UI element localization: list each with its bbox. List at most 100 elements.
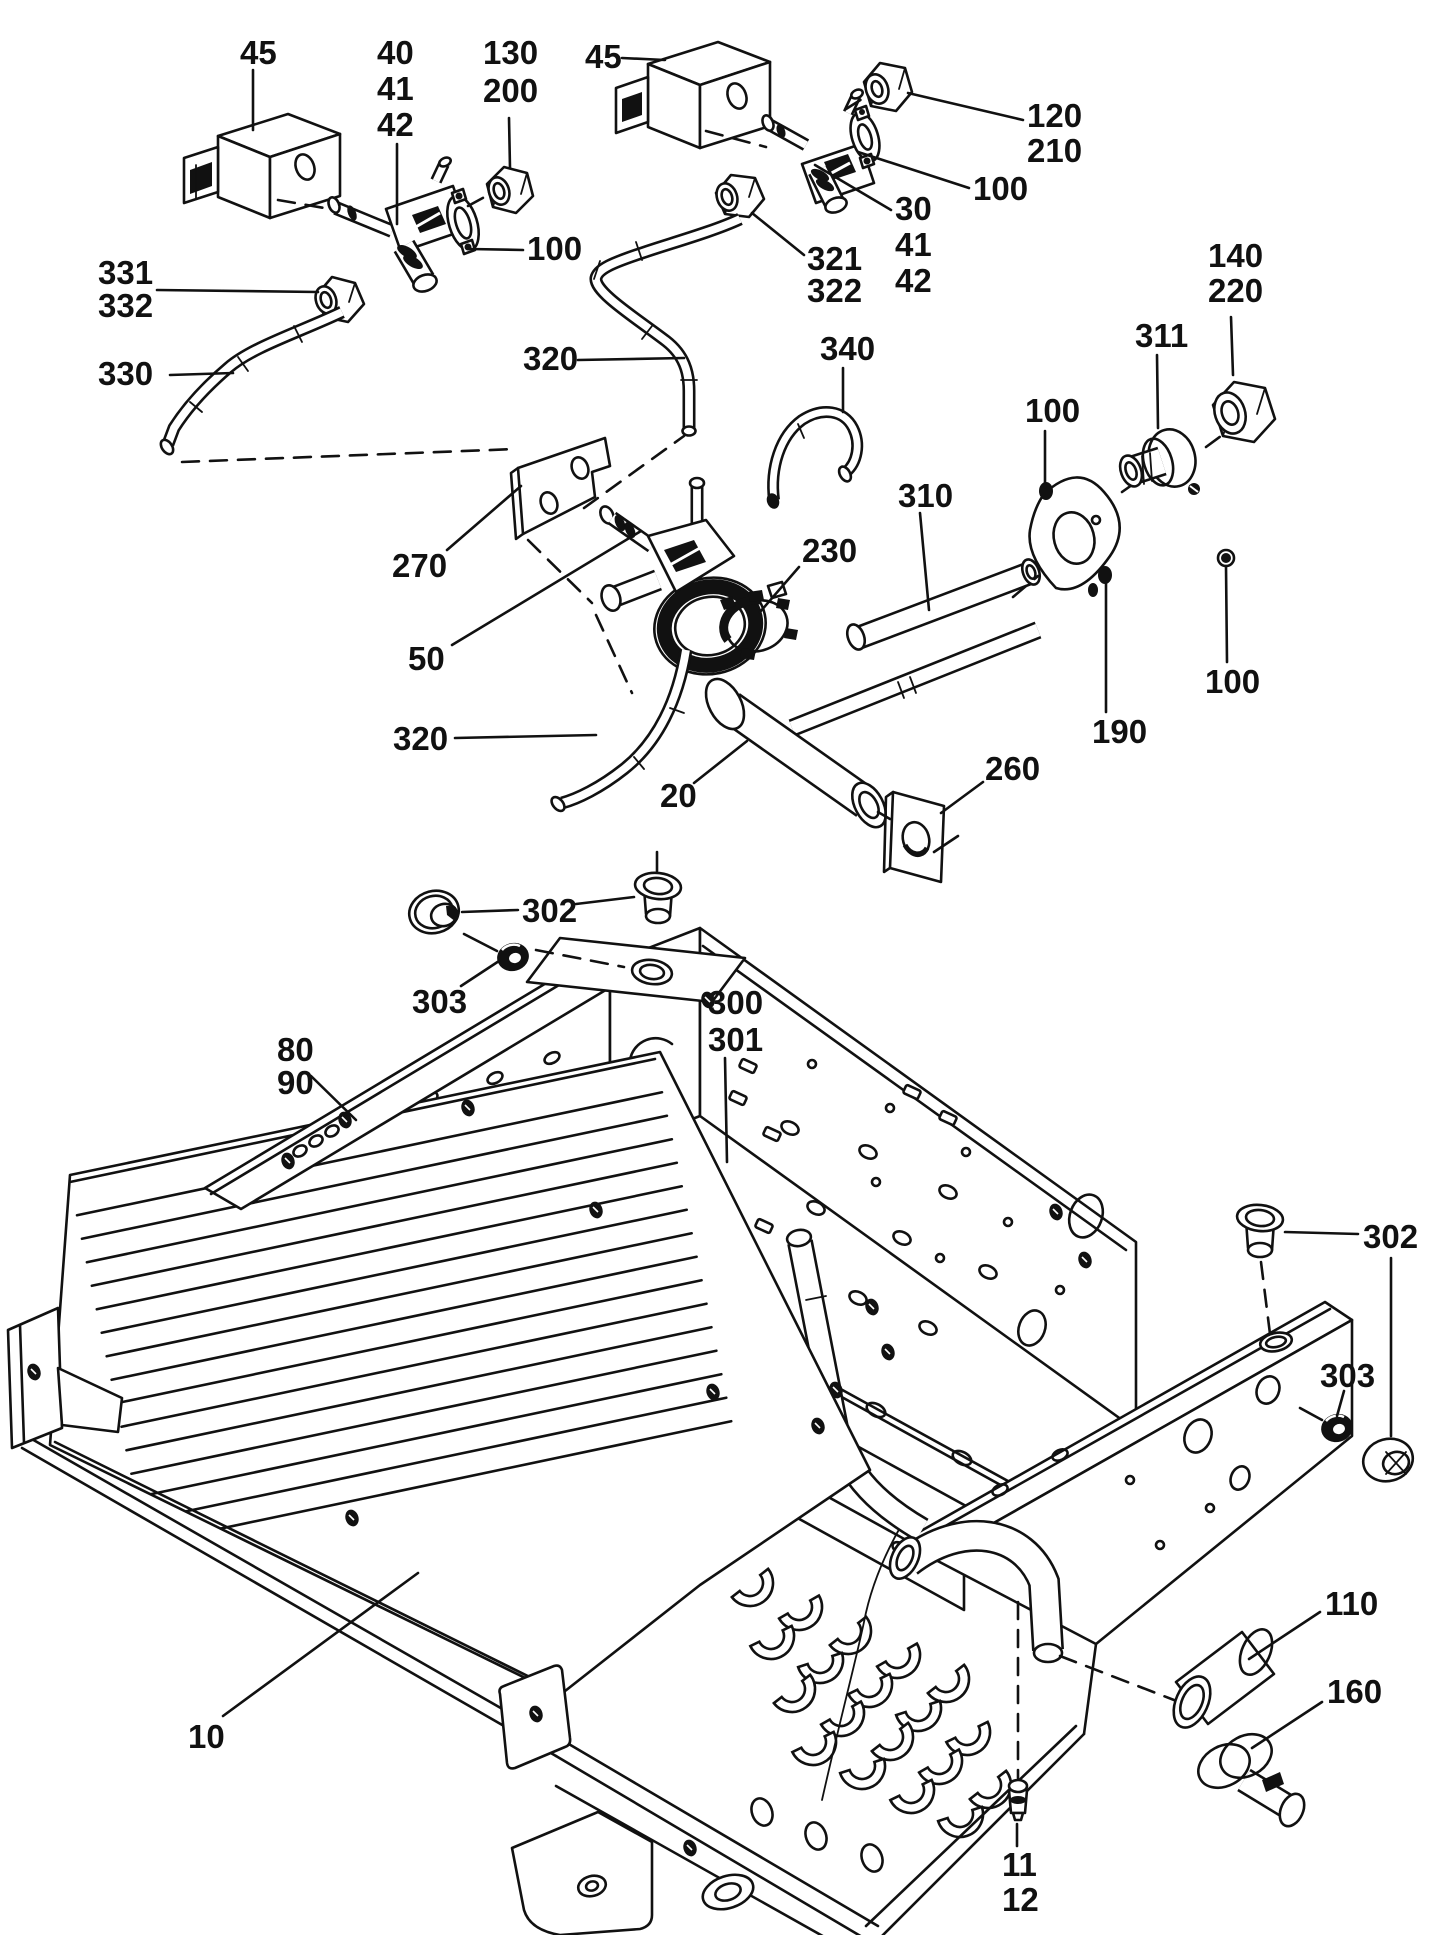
callout-330: 330 bbox=[98, 355, 235, 392]
part-injector-assembly-50 bbox=[599, 476, 767, 676]
part-bushing-302-top bbox=[633, 850, 683, 925]
callout-45-right: 45 bbox=[585, 38, 667, 75]
part-number-20: 20 bbox=[660, 777, 697, 814]
callout-50: 50 bbox=[408, 529, 643, 677]
part-grommet-302-left bbox=[407, 889, 461, 935]
callout-100-d: 100 bbox=[1205, 564, 1260, 700]
part-hook-pipe-340 bbox=[766, 406, 864, 509]
part-number-303-right: 303 bbox=[1320, 1357, 1375, 1394]
callout-leader-260-0 bbox=[939, 780, 985, 815]
callout-leader-140-220-0 bbox=[1229, 315, 1235, 377]
part-number-45-right: 45 bbox=[585, 38, 622, 75]
part-number-50: 50 bbox=[408, 640, 445, 677]
callout-leader-303-right-0 bbox=[1335, 1389, 1346, 1418]
callout-leader-302-left-1 bbox=[574, 895, 636, 906]
fin-pack-10 bbox=[50, 1052, 870, 1695]
callout-leader-300-301-0 bbox=[723, 1056, 729, 1164]
part-number-302-right: 302 bbox=[1363, 1218, 1418, 1255]
part-number-311: 311 bbox=[1135, 317, 1188, 354]
callout-leader-130-200-0 bbox=[507, 116, 512, 170]
part-solenoid-coil-right bbox=[614, 40, 772, 150]
callout-320-top: 320 bbox=[523, 340, 686, 377]
callout-302-left: 302 bbox=[460, 892, 636, 929]
bottom-corner-foot bbox=[510, 1810, 654, 1935]
end-panel-holes bbox=[991, 1375, 1281, 1551]
callout-leader-330-0 bbox=[168, 371, 235, 377]
callout-leader-260-1 bbox=[932, 834, 960, 854]
callout-20: 20 bbox=[660, 739, 749, 814]
callout-320-bottom: 320 bbox=[393, 720, 598, 757]
part-number-110: 110 bbox=[1325, 1585, 1378, 1622]
callout-leader-30-41-42-0 bbox=[813, 163, 893, 212]
part-number-100-d: 100 bbox=[1205, 663, 1260, 700]
part-number-190: 190 bbox=[1092, 713, 1147, 750]
part-number-45-left: 45 bbox=[240, 34, 277, 71]
part-number-310: 310 bbox=[898, 477, 953, 514]
callout-leader-110-0 bbox=[1247, 1610, 1322, 1661]
callout-100-a: 100 bbox=[468, 230, 582, 267]
part-gas-valve-left bbox=[327, 156, 480, 293]
callout-303-left: 303 bbox=[412, 959, 501, 1020]
part-fitting-11-12 bbox=[1007, 1778, 1029, 1822]
callout-110: 110 bbox=[1247, 1585, 1378, 1661]
callout-leader-331-332-0 bbox=[155, 288, 320, 294]
part-number-230: 230 bbox=[802, 532, 857, 569]
callout-leader-230-0 bbox=[758, 565, 801, 614]
part-clamp-160 bbox=[1197, 1732, 1306, 1828]
part-bracket-270 bbox=[509, 436, 612, 541]
part-bushing-302-right bbox=[1235, 1203, 1285, 1259]
part-clip-230 bbox=[719, 580, 798, 660]
callout-190: 190 bbox=[1092, 580, 1147, 750]
part-number-100-b: 100 bbox=[973, 170, 1028, 207]
callout-310: 310 bbox=[898, 477, 953, 612]
part-number-100-c: 100 bbox=[1025, 392, 1080, 429]
callout-302-right: 302 bbox=[1283, 1218, 1418, 1438]
part-grommet-302-right bbox=[1361, 1437, 1415, 1483]
part-nut-120 bbox=[862, 61, 914, 113]
callout-260: 260 bbox=[932, 750, 1040, 854]
part-screw-100 bbox=[1216, 548, 1236, 568]
callout-leader-310-0 bbox=[918, 511, 931, 612]
callout-160: 160 bbox=[1250, 1673, 1382, 1750]
callout-leader-50-0 bbox=[450, 529, 643, 647]
fin-pack-outline bbox=[48, 1050, 872, 1697]
fastener-studs bbox=[27, 991, 1092, 1857]
callout-311: 311 bbox=[1135, 317, 1188, 430]
part-number-270: 270 bbox=[392, 547, 447, 584]
callout-100-b: 100 bbox=[856, 150, 1028, 207]
part-number-302-left: 302 bbox=[522, 892, 577, 929]
part-number-320-top: 320 bbox=[523, 340, 578, 377]
callout-leader-100-d-0 bbox=[1224, 564, 1229, 664]
part-pipe-320-lower bbox=[550, 648, 693, 813]
callout-leader-80-90-0 bbox=[309, 1074, 358, 1122]
part-pipe-330 bbox=[159, 306, 345, 456]
heat-exchanger-coil bbox=[730, 1567, 1013, 1873]
callout-10: 10 bbox=[188, 1571, 420, 1755]
part-gasket-100 bbox=[1028, 476, 1121, 597]
part-mixer-tube-20 bbox=[704, 621, 1042, 829]
part-number-320-bottom: 320 bbox=[393, 720, 448, 757]
callout-leader-302-right-0 bbox=[1283, 1230, 1360, 1236]
part-number-260: 260 bbox=[985, 750, 1040, 787]
part-fitting-311 bbox=[1118, 428, 1200, 495]
elbow-pipe bbox=[888, 1519, 1064, 1664]
callout-45-left: 45 bbox=[240, 34, 277, 132]
part-nut-140 bbox=[1211, 380, 1277, 444]
callout-leader-100-a-0 bbox=[468, 247, 525, 252]
